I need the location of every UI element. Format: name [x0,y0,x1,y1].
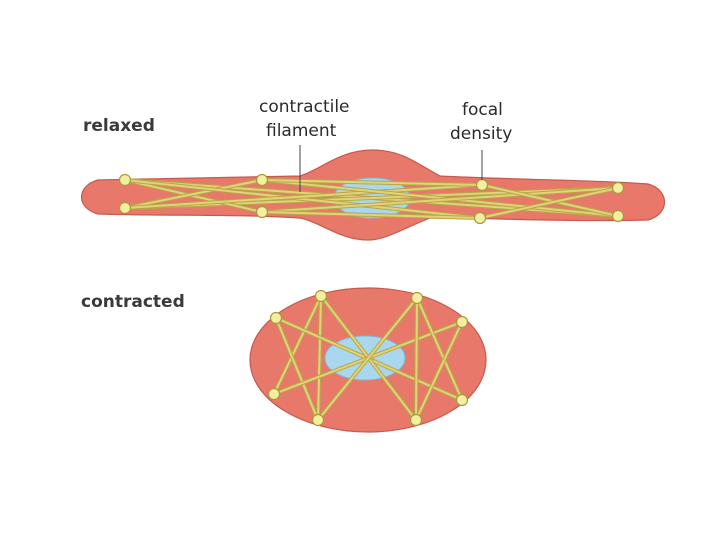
contractile-filament [317,297,418,421]
focal-density [455,393,469,407]
focal-density [475,178,489,192]
label-relaxed: relaxed [83,116,155,136]
contractile-filament [261,187,619,213]
label-contractile-filament-line2: filament [266,121,337,141]
contracted-focal-densities [267,289,469,427]
focal-density [118,201,132,215]
contractile-filament [124,179,481,219]
focal-density [473,211,487,225]
focal-density [611,209,625,223]
contractile-filament [124,184,483,209]
contracted-filaments [272,294,464,422]
focal-density [455,315,469,329]
focal-density [267,387,281,401]
focal-density [255,173,269,187]
focal-density [314,289,328,303]
focal-density [255,205,269,219]
focal-density [410,291,424,305]
contractile-filament [415,321,463,421]
focal-density [611,181,625,195]
focal-density [118,173,132,187]
contractile-filament [416,297,463,401]
focal-density [409,413,423,427]
label-focal-density-line2: density [450,124,512,144]
contractile-filament [261,211,481,219]
contractile-filament [273,295,322,395]
contractile-filament [124,179,263,209]
contractile-filament [479,187,619,219]
relaxed-focal-densities [118,173,625,225]
contractile-filament [415,297,418,421]
focal-density [269,311,283,325]
contractile-filament [317,295,322,421]
relaxed-filaments [123,178,620,220]
contractile-filament [481,184,619,217]
label-contractile-filament-line1: contractile [259,97,350,117]
label-contracted: contracted [81,292,185,312]
contractile-filament [261,179,483,186]
contracted-cell [249,287,487,433]
contractile-filament [275,317,319,421]
focal-density [311,413,325,427]
relaxed-cell [81,149,665,241]
label-focal-density-line1: focal [462,100,503,120]
